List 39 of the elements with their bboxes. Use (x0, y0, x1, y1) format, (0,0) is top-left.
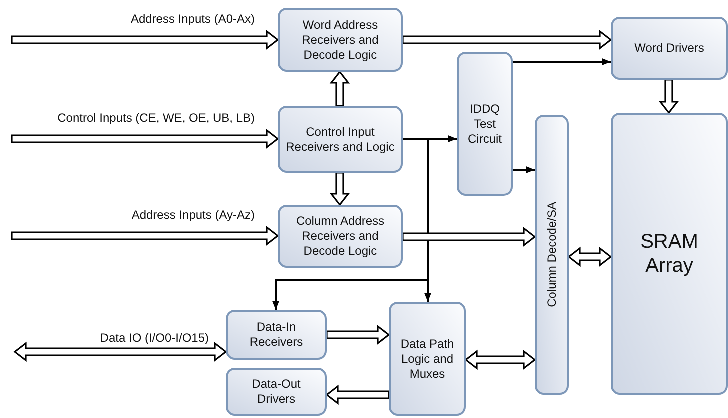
bus-arrow (11, 226, 280, 246)
bus-arrow (326, 324, 390, 346)
bus-arrow (14, 342, 228, 362)
bus-arrow (11, 30, 280, 50)
node-label: Column Decode/SA (545, 202, 559, 308)
node-label: Data-Out Drivers (251, 377, 302, 407)
node-label: Data-In Receivers (248, 320, 304, 350)
node-label: Word Address Receivers and Decode Logic (301, 18, 380, 62)
process-box (611, 17, 728, 80)
node-label: Word Drivers (634, 41, 706, 56)
edge-label: Data IO (I/O0-I/O15) (99, 331, 210, 345)
process-box (226, 310, 327, 360)
bus-arrow (330, 70, 350, 107)
arrow (513, 58, 611, 66)
edge-label: Control Inputs (CE, WE, OE, UB, LB) (56, 111, 256, 125)
process-box (226, 368, 327, 416)
bus-arrow (326, 384, 390, 406)
process-box (278, 106, 403, 173)
edge-label: Address Inputs (A0-Ax) (130, 12, 256, 26)
arrow (513, 166, 535, 174)
bus-arrow (658, 79, 680, 114)
edge-label: Address Inputs (Ay-Az) (130, 208, 256, 222)
bus-arrow (402, 226, 536, 248)
process-box (278, 205, 403, 268)
bus-arrow (568, 246, 612, 268)
process-box (535, 115, 569, 395)
process-box (457, 52, 513, 196)
node-label: IDDQ Test Circuit (466, 102, 503, 146)
bus-arrow (402, 30, 612, 50)
node-label: Column Address Receivers and Decode Logic (295, 214, 386, 259)
bus-arrow (464, 350, 536, 370)
node-label: SRAM Array (640, 230, 700, 278)
process-box (389, 302, 466, 416)
node-label: Control Input Receivers and Logic (285, 124, 396, 154)
process-box (611, 113, 728, 395)
bus-arrow (11, 128, 280, 150)
process-box (278, 8, 403, 72)
bus-arrow (330, 172, 350, 206)
node-label: Data Path Logic and Muxes (400, 336, 456, 382)
